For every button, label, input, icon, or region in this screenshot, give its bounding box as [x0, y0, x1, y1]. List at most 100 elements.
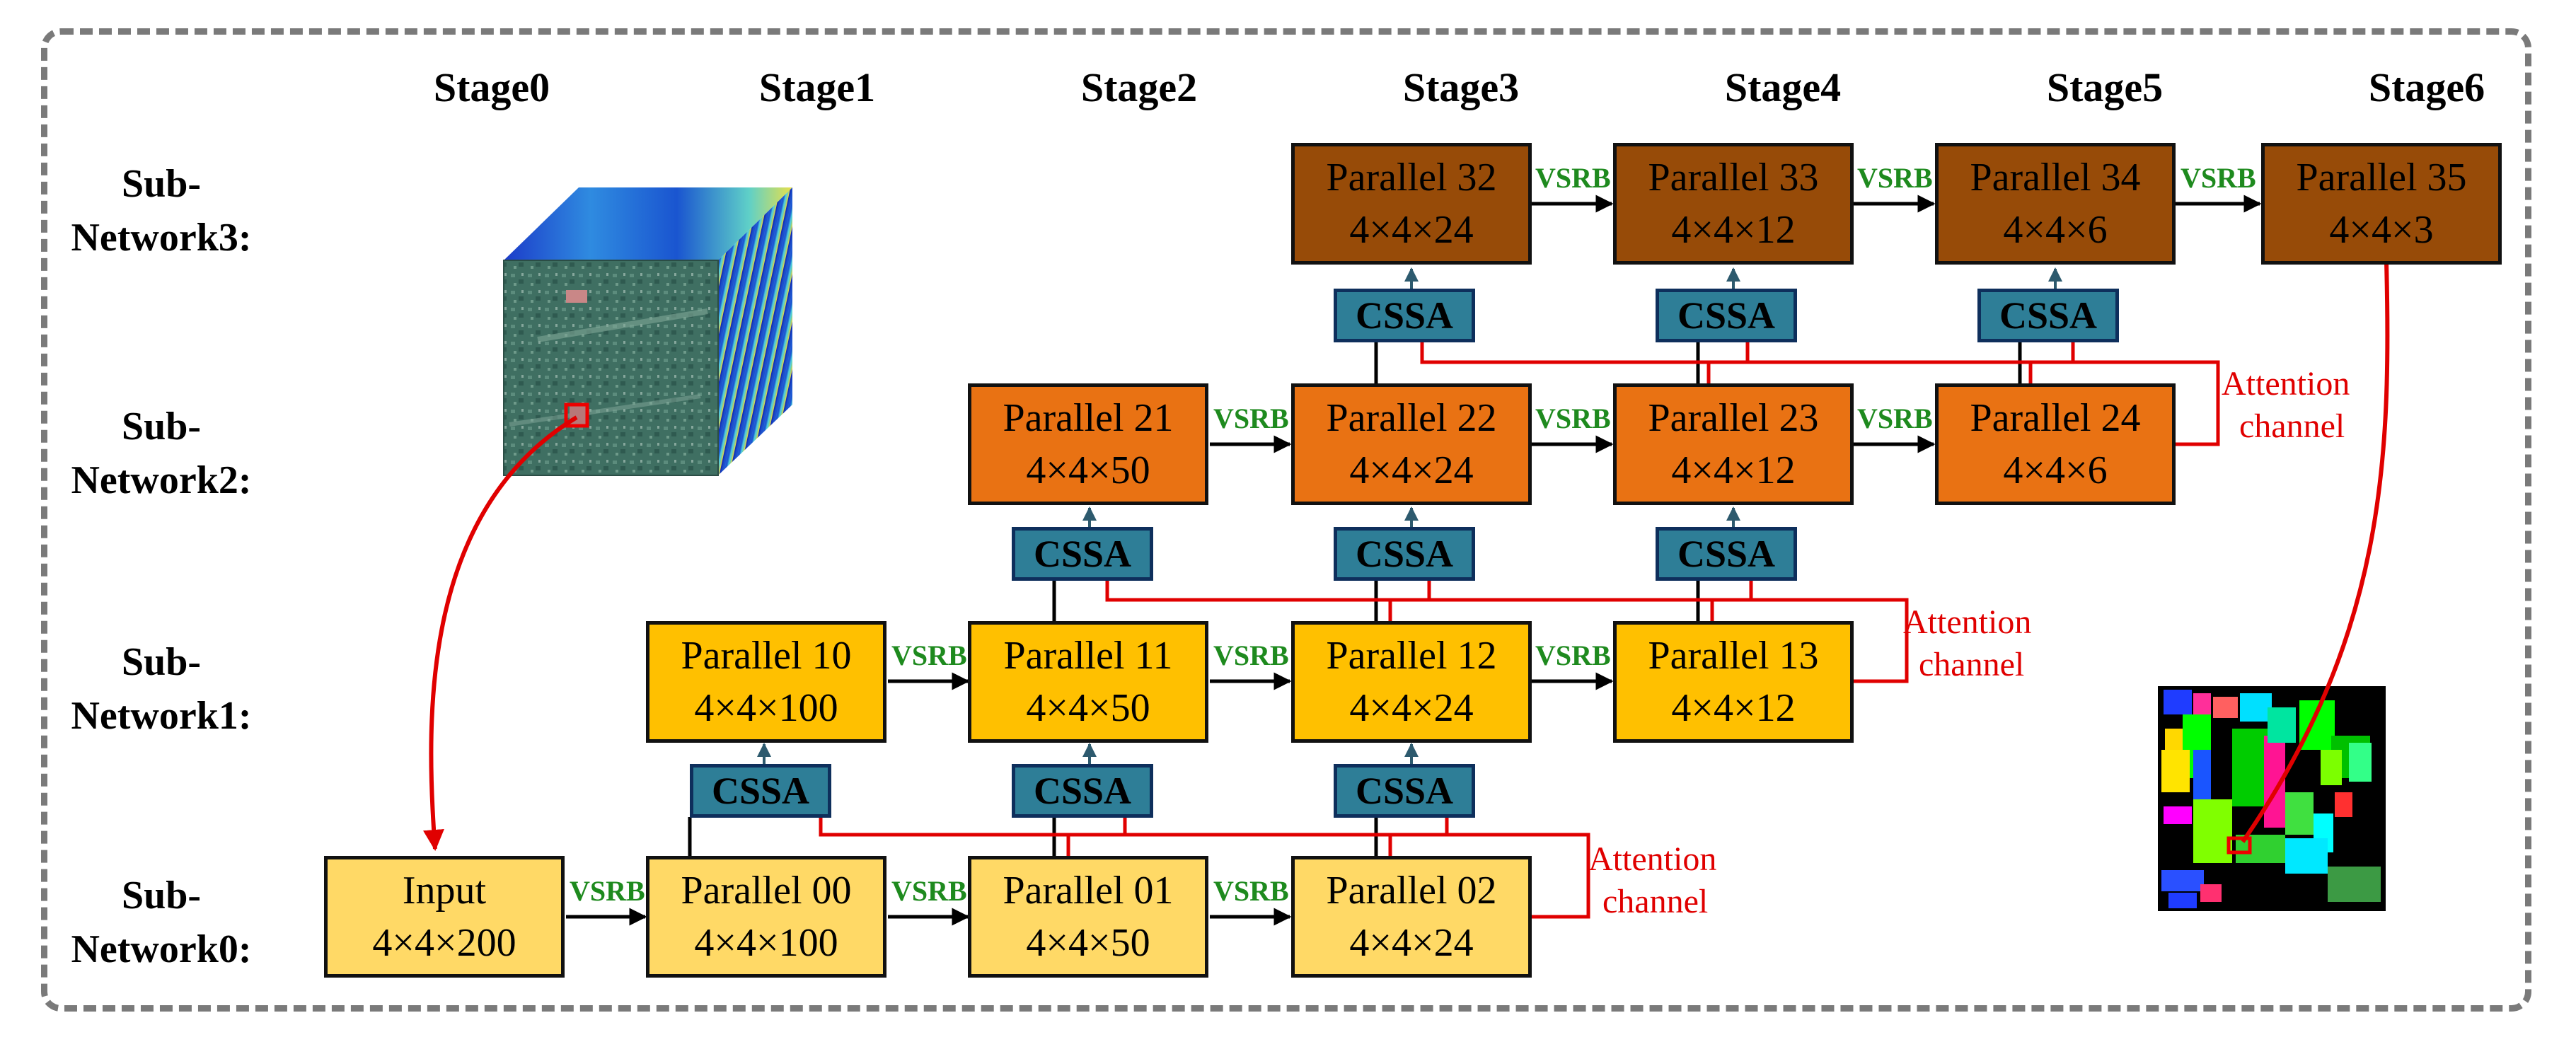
vsrb-label: VSRB: [1213, 639, 1289, 671]
subnetwork2-line2: Network2:: [71, 458, 252, 502]
node-size: 4×4×50: [1026, 448, 1150, 492]
vsrb-label: VSRB: [1535, 162, 1611, 194]
attention-channels: [819, 342, 2220, 919]
node-name: Parallel 10: [681, 634, 852, 678]
node-name: Parallel 01: [1003, 869, 1174, 913]
vsrb-label: VSRB: [2181, 162, 2256, 194]
node-name: Parallel 13: [1648, 634, 1819, 678]
node-size: 4×4×50: [1026, 686, 1150, 730]
cssa-block-1-2: CSSA: [1012, 527, 1153, 581]
cssa-block-0-2: CSSA: [1012, 764, 1153, 818]
node-size: 4×4×3: [2329, 208, 2434, 252]
hyperspectral-cube-image: [503, 187, 792, 476]
node-size: 4×4×24: [1349, 921, 1474, 965]
node-parallel-23: Parallel 23 4×4×12: [1613, 383, 1854, 505]
node-name: Parallel 33: [1648, 156, 1819, 199]
classification-map-image: [2158, 686, 2386, 911]
vsrb-arrows: [566, 195, 2262, 926]
node-name: Parallel 23: [1648, 396, 1819, 440]
node-input-name: Input: [402, 869, 487, 913]
subnetwork1-line1: Sub-: [121, 640, 202, 684]
node-name: Parallel 21: [1003, 396, 1174, 440]
node-input-size: 4×4×200: [372, 921, 516, 965]
node-name: Parallel 32: [1326, 156, 1497, 199]
node-input: Input 4×4×200: [324, 856, 565, 978]
node-size: 4×4×100: [694, 921, 838, 965]
subnetwork0-line2: Network0:: [71, 927, 252, 971]
stage-label-0: Stage0: [433, 64, 550, 110]
node-parallel-11: Parallel 11 4×4×50: [968, 621, 1208, 743]
subnetwork-label-3: Sub- Network3:: [27, 157, 296, 265]
cssa-block-0-3: CSSA: [1334, 764, 1475, 818]
subnetwork2-line1: Sub-: [121, 405, 202, 448]
cssa-block-0-1: CSSA: [690, 764, 831, 818]
node-parallel-32: Parallel 32 4×4×24: [1291, 143, 1532, 265]
attention-label-1: Attention: [1903, 603, 2031, 641]
node-name: Parallel 00: [681, 869, 852, 913]
vsrb-label: VSRB: [891, 639, 967, 671]
node-size: 4×4×100: [694, 686, 838, 730]
subnetwork3-line1: Sub-: [121, 162, 202, 206]
attention-label-0: Attention: [1588, 840, 1716, 878]
attention-channel-label-1: channel: [1919, 646, 2024, 683]
node-size: 4×4×24: [1349, 448, 1474, 492]
node-parallel-12: Parallel 12 4×4×24: [1291, 621, 1532, 743]
cssa-block-1-4: CSSA: [1656, 527, 1797, 581]
node-parallel-21: Parallel 21 4×4×50: [968, 383, 1208, 505]
subnetwork0-line1: Sub-: [121, 874, 202, 917]
subnetwork-label-1: Sub- Network1:: [27, 635, 296, 743]
subnetwork-label-0: Sub- Network0:: [27, 869, 296, 976]
vsrb-labels: VSRB VSRB VSRB VSRB VSRB VSRB VSRB VSRB …: [570, 162, 2256, 907]
node-name: Parallel 02: [1326, 869, 1497, 913]
attention-channel-label-0: channel: [1602, 883, 1708, 920]
stage-label-3: Stage3: [1402, 64, 1520, 110]
subnetwork-label-2: Sub- Network2:: [27, 400, 296, 507]
node-size: 4×4×6: [2003, 208, 2108, 252]
node-size: 4×4×12: [1671, 448, 1796, 492]
vsrb-label: VSRB: [570, 875, 645, 907]
stage-label-1: Stage1: [758, 64, 876, 110]
vsrb-label: VSRB: [1535, 403, 1611, 434]
attention-label-2: Attention: [2222, 365, 2350, 403]
vsrb-label: VSRB: [1213, 875, 1289, 907]
cube-to-input-arrow: [423, 415, 578, 851]
node-parallel-01: Parallel 01 4×4×50: [968, 856, 1208, 978]
node-parallel-13: Parallel 13 4×4×12: [1613, 621, 1854, 743]
node-parallel-34: Parallel 34 4×4×6: [1935, 143, 2176, 265]
stage-label-2: Stage2: [1080, 64, 1198, 110]
vsrb-label: VSRB: [1857, 403, 1933, 434]
node-size: 4×4×6: [2003, 448, 2108, 492]
node-parallel-22: Parallel 22 4×4×24: [1291, 383, 1532, 505]
subnetwork3-line2: Network3:: [71, 216, 252, 260]
node-parallel-02: Parallel 02 4×4×24: [1291, 856, 1532, 978]
node-parallel-24: Parallel 24 4×4×6: [1935, 383, 2176, 505]
cssa-block-2-4: CSSA: [1656, 289, 1797, 342]
node-name: Parallel 34: [1970, 156, 2141, 199]
attention-channel-label-2: channel: [2239, 407, 2345, 445]
cssa-block-1-3: CSSA: [1334, 527, 1475, 581]
cssa-block-2-3: CSSA: [1334, 289, 1475, 342]
vsrb-label: VSRB: [1857, 162, 1933, 194]
node-name: Parallel 35: [2296, 156, 2467, 199]
node-size: 4×4×50: [1026, 921, 1150, 965]
vsrb-label: VSRB: [1535, 639, 1611, 671]
node-parallel-33: Parallel 33 4×4×12: [1613, 143, 1854, 265]
node-size: 4×4×12: [1671, 208, 1796, 252]
node-name: Parallel 12: [1326, 634, 1497, 678]
node-parallel-10: Parallel 10 4×4×100: [646, 621, 886, 743]
stage-label-5: Stage5: [2046, 64, 2164, 110]
node-name: Parallel 24: [1970, 396, 2141, 440]
vsrb-label: VSRB: [891, 875, 967, 907]
node-name: Parallel 11: [1003, 634, 1173, 678]
node-size: 4×4×12: [1671, 686, 1796, 730]
output-to-map-arrow: [2241, 261, 2390, 843]
node-parallel-35: Parallel 35 4×4×3: [2261, 143, 2502, 265]
stage-label-6: Stage6: [2368, 64, 2485, 110]
stage-label-4: Stage4: [1724, 64, 1842, 110]
subnetwork1-line2: Network1:: [71, 694, 252, 738]
node-size: 4×4×24: [1349, 208, 1474, 252]
node-size: 4×4×24: [1349, 686, 1474, 730]
dashed-frame: [41, 28, 2531, 1012]
